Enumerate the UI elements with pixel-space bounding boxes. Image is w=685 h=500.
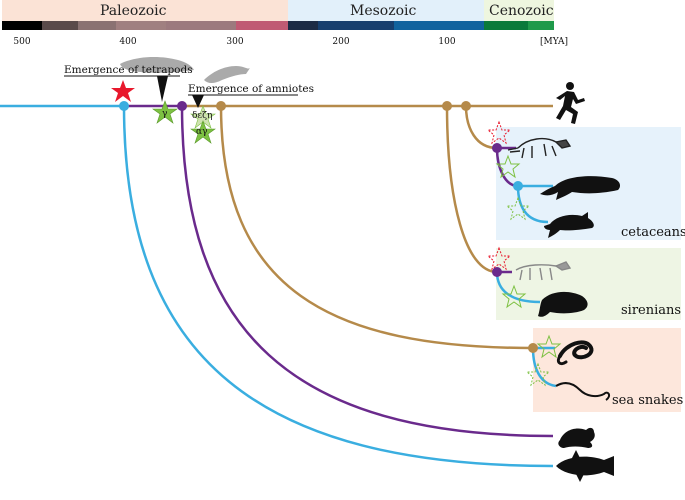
- whale-icon: [540, 176, 620, 200]
- fossil-sirenian-skeleton-icon: [515, 261, 572, 281]
- early-amniote-silhouette: [204, 66, 250, 83]
- early-tetrapod-silhouette: [120, 56, 194, 73]
- blue-lineage: [0, 104, 554, 468]
- star-label-alpha-gamma: αγ: [196, 127, 207, 137]
- coelacanth-icon: [556, 450, 614, 482]
- era-label-paleozoic: Paleozoic: [100, 3, 167, 19]
- tick-label-500: 500: [13, 37, 30, 47]
- group-label-cetaceans: cetaceans: [621, 225, 685, 240]
- sirenians-box: [496, 248, 681, 320]
- tetrapod-marker-arrow: [157, 76, 168, 102]
- brown-lineage: [182, 104, 553, 350]
- era-label-mesozoic: Mesozoic: [350, 3, 417, 19]
- cenozoic-band: [484, 0, 554, 21]
- green-star-icon: αγ: [190, 120, 216, 144]
- red-star-icon: [111, 80, 135, 102]
- tetrapod-annotation: Emergence of tetrapods: [64, 56, 194, 102]
- tetrapods-label: Emergence of tetrapods: [64, 64, 193, 76]
- era-label-cenozoic: Cenozoic: [489, 3, 554, 19]
- fossil-whale-skeleton-icon: [507, 137, 572, 159]
- amniote-annotation: Emergence of amniotes: [188, 66, 314, 108]
- outline-star-icons: [486, 120, 562, 387]
- tick-label-100: 100: [438, 37, 455, 47]
- manatee-icon: [538, 291, 588, 317]
- green-star-icon: γ: [152, 100, 178, 124]
- sea-snake-icon: [556, 340, 594, 366]
- period-bar: [2, 21, 554, 30]
- frog-icon: [558, 427, 595, 448]
- group-label-sea-snakes: sea snakes: [612, 393, 683, 408]
- dolphin-icon: [544, 212, 594, 238]
- tick-label-300: 300: [226, 37, 243, 47]
- time-axis: 500 400 300 200 100 [MYA]: [13, 37, 568, 47]
- human-runner-icon: [556, 82, 585, 124]
- mesozoic-band: [288, 0, 484, 21]
- branch-nodes: [119, 101, 538, 353]
- tick-label-200: 200: [332, 37, 349, 47]
- amniotes-label: Emergence of amniotes: [188, 83, 314, 95]
- sea-snake-banded-icon: [555, 382, 611, 401]
- star-label-gamma: γ: [162, 109, 167, 119]
- tick-label-400: 400: [119, 37, 136, 47]
- star-label-delta-eta: δεζη: [192, 111, 212, 121]
- group-label-sirenians: sirenians: [621, 303, 681, 318]
- tick-label-mya: [MYA]: [540, 37, 568, 47]
- purple-lineage: [124, 104, 554, 438]
- amniote-marker-arrow: [192, 95, 204, 108]
- paleozoic-band: [2, 0, 288, 21]
